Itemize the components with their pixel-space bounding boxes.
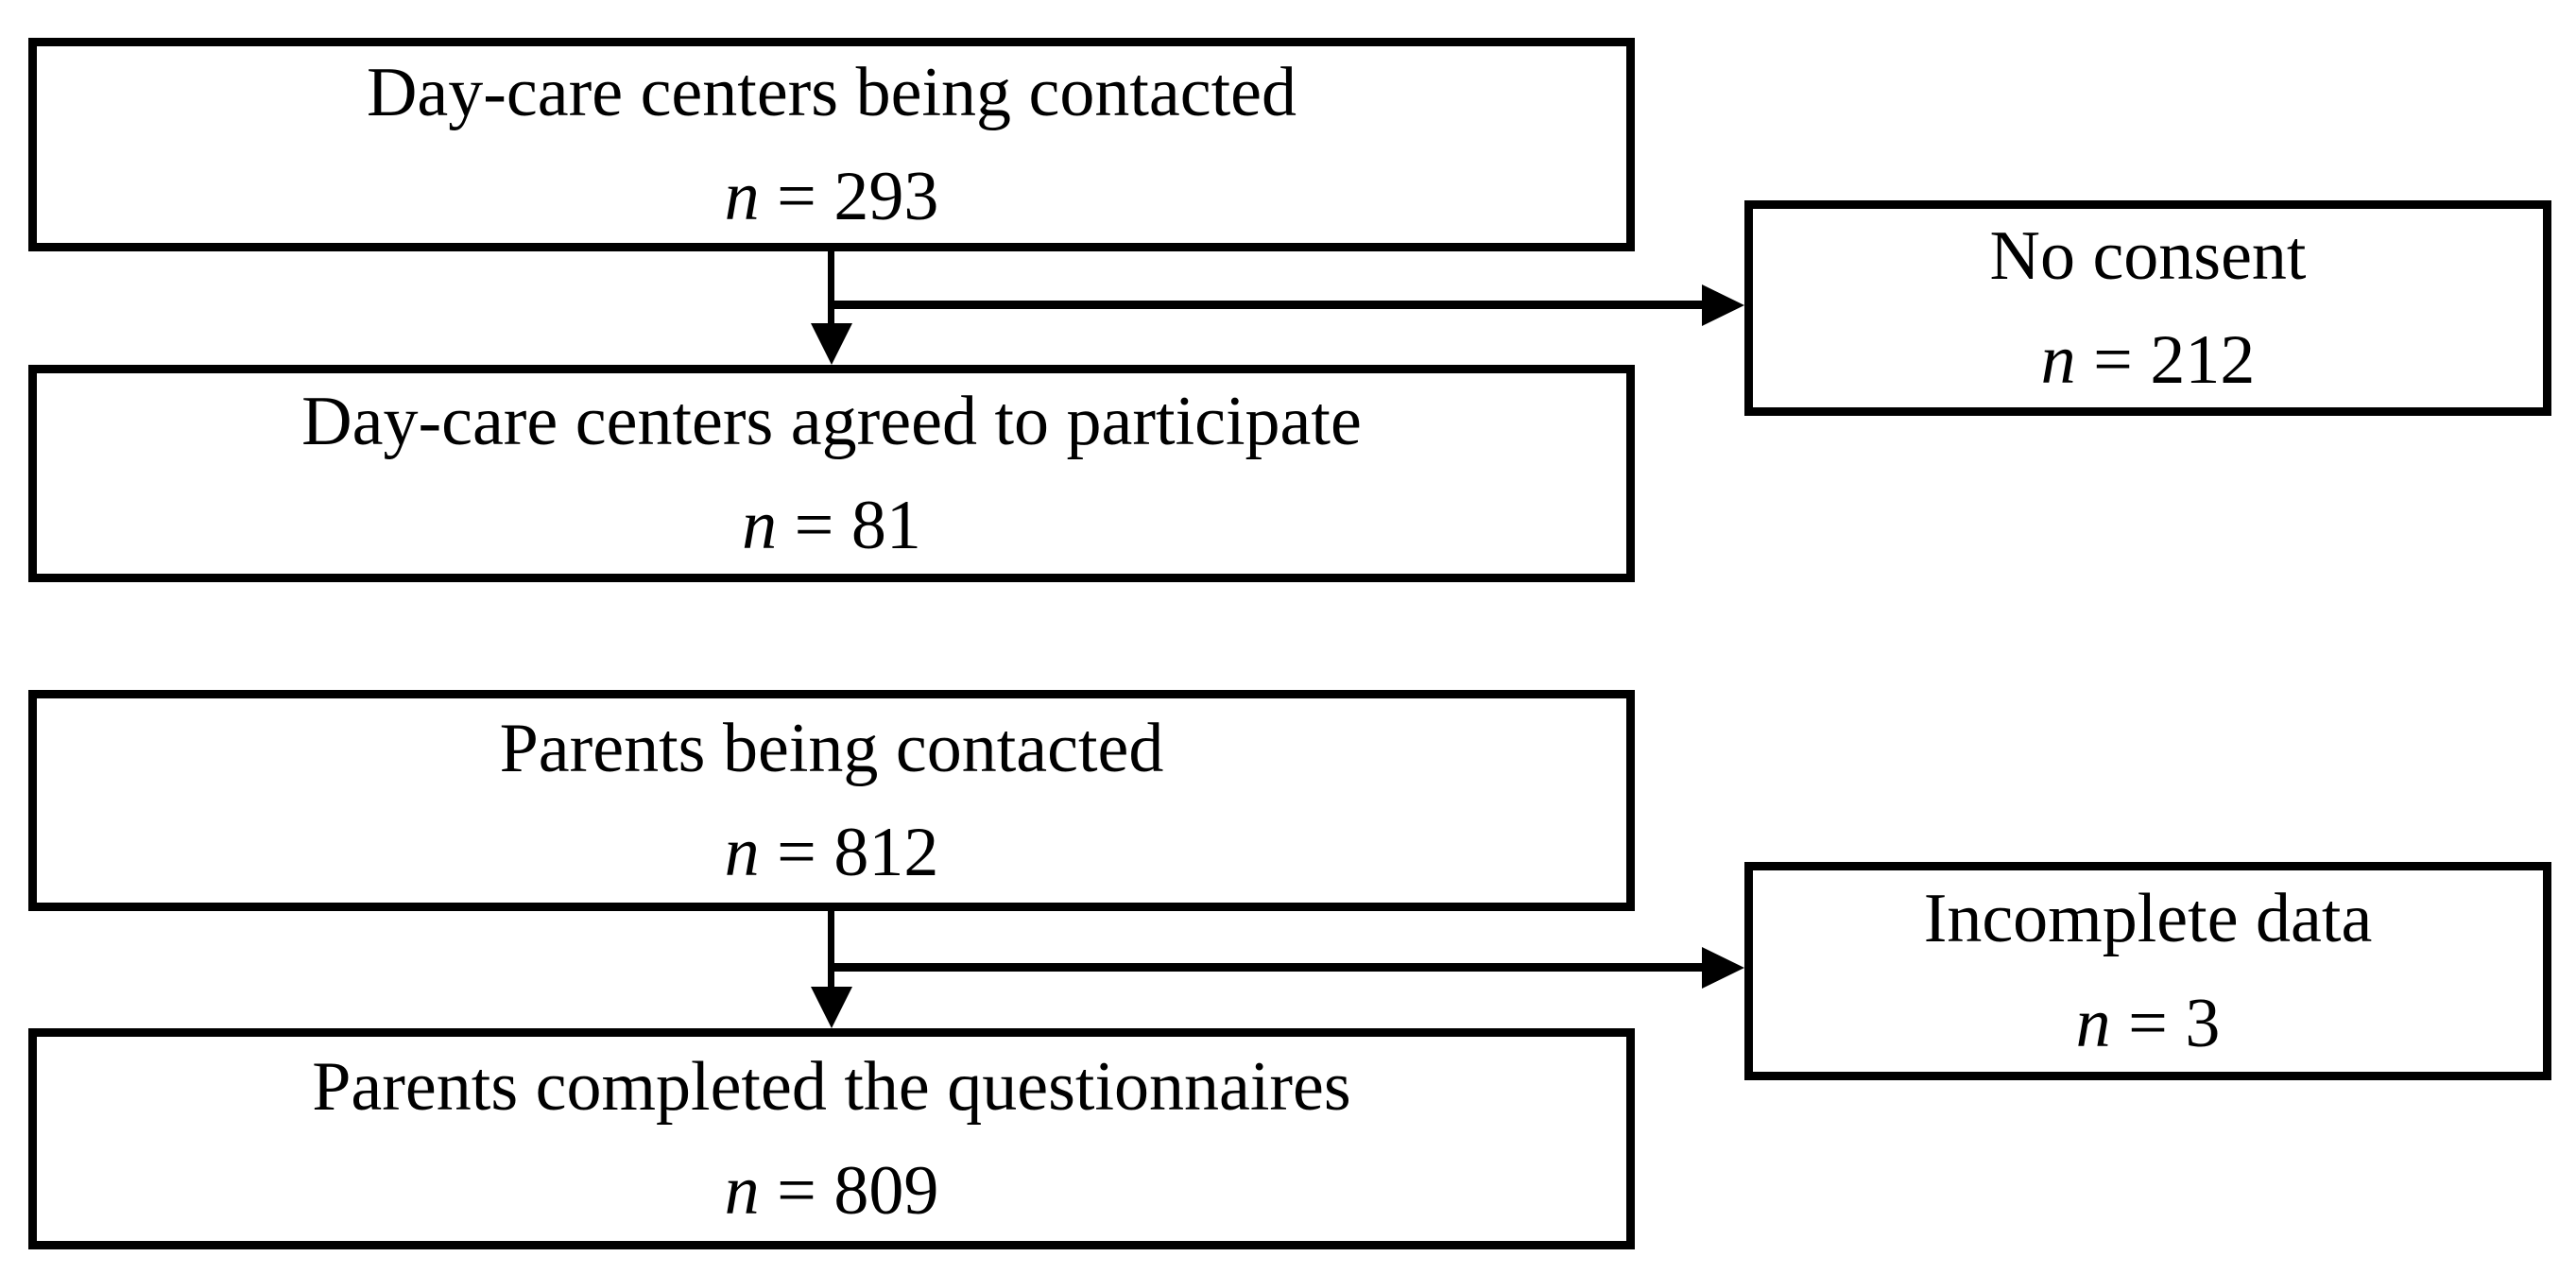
connector-incomplete-horizontal: [831, 963, 1704, 972]
box-no-consent: No consent n = 212: [1744, 200, 2551, 416]
connector-parents-vertical: [828, 911, 834, 990]
n-value: = 809: [777, 1152, 939, 1230]
box-count: n = 81: [742, 480, 921, 571]
n-symbol: n: [724, 1152, 760, 1230]
box-label: Day-care centers agreed to participate: [301, 382, 1362, 460]
box-incomplete-data: Incomplete data n = 3: [1744, 862, 2551, 1080]
box-count: n = 212: [2041, 315, 2256, 405]
box-daycare-centers-agreed: Day-care centers agreed to participate n…: [28, 365, 1635, 582]
n-value: = 81: [794, 487, 921, 564]
box-parents-completed: Parents completed the questionnaires n =…: [28, 1028, 1635, 1249]
box-parents-contacted: Parents being contacted n = 812: [28, 690, 1635, 911]
box-daycare-centers-contacted: Day-care centers being contacted n = 293: [28, 38, 1635, 251]
arrowhead-down-icon: [811, 987, 852, 1028]
n-value: = 812: [777, 814, 939, 891]
box-count: n = 809: [725, 1145, 939, 1236]
arrowhead-right-icon: [1702, 947, 1744, 989]
n-symbol: n: [724, 814, 760, 891]
connector-daycare-vertical: [828, 251, 834, 331]
n-symbol: n: [724, 158, 760, 235]
box-count: n = 812: [725, 807, 939, 898]
n-value: = 212: [2093, 321, 2256, 399]
n-value: = 293: [777, 158, 939, 235]
box-count: n = 3: [2076, 978, 2221, 1069]
arrowhead-right-icon: [1702, 284, 1744, 326]
box-label: Parents completed the questionnaires: [312, 1047, 1351, 1126]
box-count: n = 293: [725, 151, 939, 242]
box-label: Incomplete data: [1923, 880, 2373, 958]
box-label: Parents being contacted: [499, 709, 1164, 787]
arrowhead-down-icon: [811, 323, 852, 365]
box-label: Day-care centers being contacted: [366, 53, 1297, 131]
box-label: No consent: [1989, 216, 2307, 295]
n-value: = 3: [2128, 984, 2221, 1062]
n-symbol: n: [2040, 321, 2076, 399]
n-symbol: n: [742, 487, 778, 564]
connector-no-consent-horizontal: [831, 301, 1704, 309]
n-symbol: n: [2075, 984, 2111, 1062]
